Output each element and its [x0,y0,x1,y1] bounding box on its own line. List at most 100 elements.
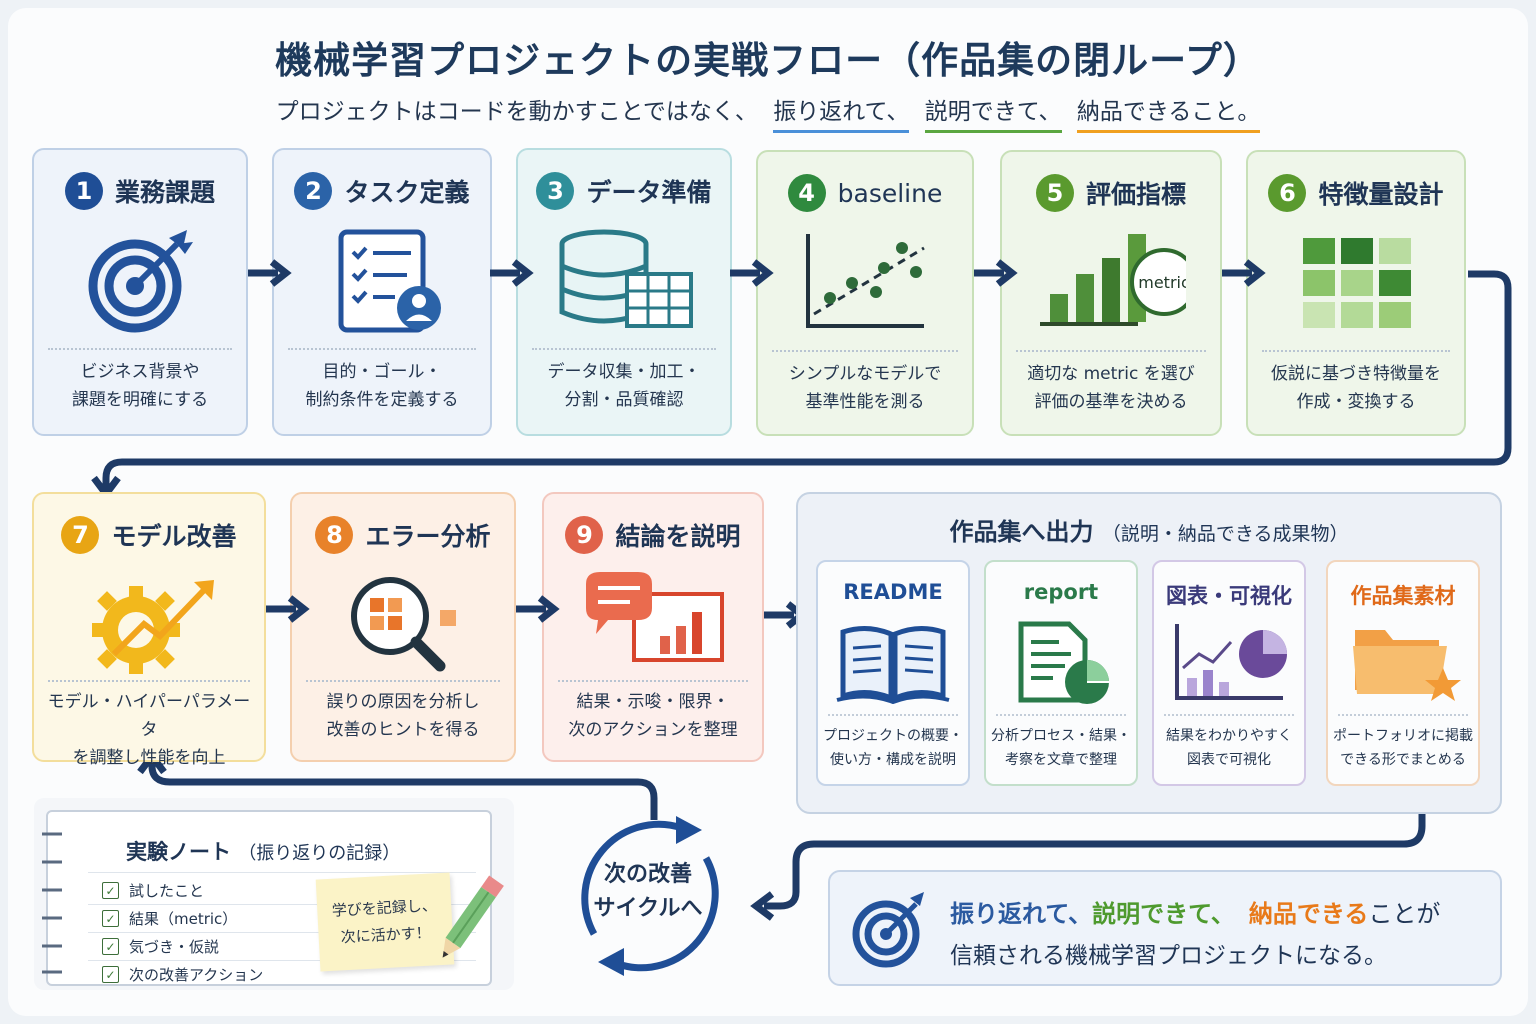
outputs-title-note: （説明・納品できる成果物） [1101,523,1349,545]
flow-arrow [248,259,292,287]
step-number-badge: 1 [64,172,103,210]
subtitle-keyword-explain: 説明できて、 [924,99,1062,133]
conclusion-tail: ことが [1368,900,1441,928]
notebook-rule [88,904,476,905]
conclusion-keyword-deliver: 納品できる [1248,900,1369,928]
step-title: 評価指標 [1085,180,1186,209]
step-header: 5 評価指標 [1002,174,1220,212]
divider [48,680,250,682]
step-desc-line: 作成・変換する [1296,392,1416,412]
target-icon [88,230,193,333]
step-card-1: 1 業務課題 ビジネス背景や 課題を明確にする [32,148,248,436]
step-number-badge: 3 [536,172,575,210]
output-label: report [1023,580,1099,604]
output-description: プロジェクトの概要・ 使い方・構成を説明 [820,724,966,772]
magnifier-icon [351,577,456,672]
step-desc-line: 次のアクションを整理 [568,720,738,740]
divider [532,348,716,350]
step-card-6: 6 特徴量設計 仮説に基づき特徴量を 作成・変換する [1246,150,1466,436]
output-description: ポートフォリオに掲載 できる形でまとめる [1330,724,1476,772]
target-icon [852,892,924,968]
notebook-item: ✓ 試したこと [102,880,204,901]
cycle-arrows-icon [581,816,719,976]
step-title: エラー分析 [365,522,491,551]
notebook-item-label: 気づき・仮説 [129,938,220,956]
output-desc-line: できる形でまとめる [1340,752,1466,768]
notebook-rule [88,932,476,933]
step-description: シンプルなモデルで 基準性能を測る [764,360,966,416]
conclusion-keyword-explain: 説明できて、 [1092,900,1235,928]
step-number-badge: 5 [1035,174,1074,212]
notebook-item-label: 試したこと [129,882,205,900]
step-card-8: 8 エラー分析 誤りの原因を分析し 改善のヒントを得る [290,492,516,762]
flow-arrow [730,259,774,287]
check-icon: ✓ [102,910,119,927]
cycle-label-line: サイクルへ [593,896,703,921]
output-desc-line: 分析プロセス・結果・ [991,728,1131,744]
output-desc-line: 図表で可視化 [1187,752,1271,768]
pencil-icon [442,875,504,958]
flow-arrow [490,259,534,287]
step-header: 6 特徴量設計 [1248,174,1464,212]
step-title: 業務課題 [114,178,215,207]
notebook-item: ✓ 結果（metric） [102,908,237,929]
output-description: 分析プロセス・結果・ 考察を文章で整理 [988,724,1134,772]
output-label: 作品集素材 [1350,584,1456,608]
step-card-5: 5 評価指標 metric 適切な metric を選び 評価の基準を決める [1000,150,1222,436]
step-header: 2 タスク定義 [274,172,490,210]
output-card-portfolio-assets: 作品集素材 ポートフォリオに掲載 できる形でまとめる [1326,560,1480,786]
step-desc-line: シンプルなモデルで [788,364,942,384]
divider [48,348,232,350]
notebook-rule [88,872,476,873]
step-card-2: 2 タスク定義 目的・ゴール・ 制約条件を定義する [272,148,492,436]
conclusion-line-2: 信頼される機械学習プロジェクトになる。 [950,943,1387,969]
step-description: 誤りの原因を分析し 改善のヒントを得る [298,688,508,744]
step-desc-line: 目的・ゴール・ [322,362,442,382]
conclusion-box: 振り返れて、説明できて、納品できることが 信頼される機械学習プロジェクトになる。 [828,870,1502,986]
step-desc-line: 仮説に基づき特徴量を [1271,364,1441,384]
step-description: モデル・ハイパーパラメータ を調整し性能を向上 [40,688,258,772]
check-icon: ✓ [102,882,119,899]
divider [1016,350,1206,352]
step-description: ビジネス背景や 課題を明確にする [40,358,240,414]
database-icon [559,229,693,328]
step-header: 8 エラー分析 [292,516,514,554]
notebook-title: 実験ノート （振り返りの記録） [126,836,400,866]
conclusion-keyword-reflect: 振り返れて、 [950,900,1093,928]
output-description: 結果をわかりやすく 図表で可視化 [1156,724,1302,772]
step-description: 適切な metric を選び 評価の基準を決める [1008,360,1214,416]
check-icon: ✓ [102,938,119,955]
step-desc-line: 適切な metric を選び [1027,364,1195,384]
step-number-badge: 4 [787,174,826,212]
step-desc-line: を調整し性能を向上 [72,748,226,768]
step-title: baseline [837,178,943,208]
output-card-report: report 分析プロセス・結果・ 考察を文章で整理 [984,560,1138,786]
step-header: 3 データ準備 [518,172,730,210]
divider [772,350,958,352]
step-number-badge: 2 [294,172,333,210]
step-desc-line: モデル・ハイパーパラメータ [47,692,251,740]
step-desc-line: 結果・示唆・限界・ [576,692,730,712]
cycle-label-line: 次の改善 [603,862,692,887]
step-header: 7 モデル改善 [34,516,264,554]
step-desc-line: ビジネス背景や [80,362,200,382]
sticky-note-line: 次に活かす！ [340,923,432,947]
step-desc-line: 制約条件を定義する [305,390,459,410]
step-title: データ準備 [586,178,712,207]
flow-arrow [1222,259,1266,287]
page-title: 機械学習プロジェクトの実戦フロー（作品集の閉ループ） [275,39,1261,82]
flow-arrow [266,595,310,623]
scatter-icon [806,234,925,328]
divider [1262,350,1450,352]
notebook-item: ✓ 気づき・仮説 [102,936,219,957]
step-header: 1 業務課題 [34,172,246,210]
output-desc-line: 考察を文章で整理 [1005,752,1117,768]
output-desc-line: プロジェクトの概要・ [823,728,963,744]
output-label: 図表・可視化 [1166,584,1292,608]
step-title: 特徴量設計 [1318,180,1444,209]
subtitle-lead: プロジェクトはコードを動かすことではなく、 [275,99,758,125]
step-header: 4 baseline [758,174,972,212]
notebook-item-label: 結果（metric） [129,910,238,928]
step-number-badge: 7 [61,516,100,554]
